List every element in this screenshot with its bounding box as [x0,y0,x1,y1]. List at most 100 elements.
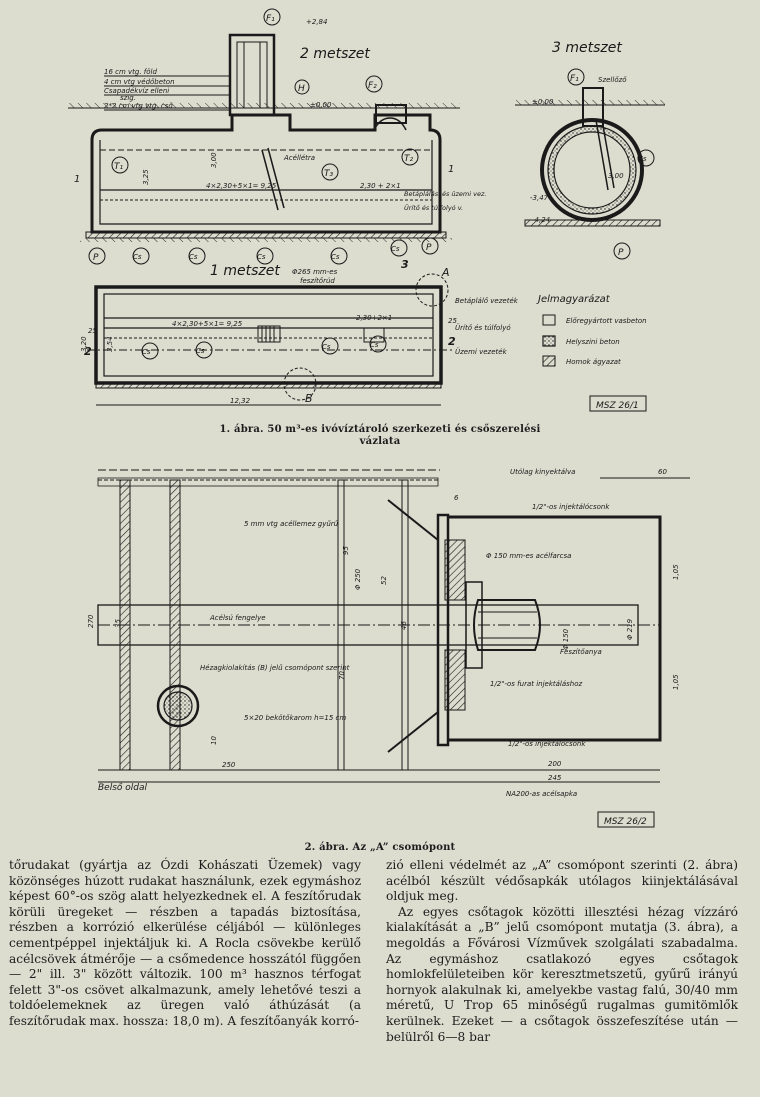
level-zero-s3: ±0,00 [532,98,554,106]
dim-phi219: Φ 219 [626,618,634,640]
plan-tie-dim: 4×2,30+5×1= 9,25 [172,320,243,328]
legend-item-precast: Előregyártott vasbeton [566,316,647,325]
cut-mark-1-right: 1 [448,164,454,175]
dim-35: 35 [114,619,122,628]
level-top-label: +2,84 [306,18,327,26]
radius-300: 3,00 [608,172,624,180]
f2-marker-s2: F₂ [365,75,383,93]
body-paragraph-left: tőrudakat (gyártja az Ózdi Kohászati Üze… [9,858,361,1028]
legend-swatch-insitu [542,335,556,347]
grout-hole-label: 1/2"-os furat injektáláshoz [490,680,583,688]
svg-text:Cs: Cs [257,253,266,261]
joint-label: Hézagkiolakítás (B) jelű csomópont szeri… [200,663,350,672]
plan-dim-25: 25 [88,327,97,335]
layer-soil-label: 16 cm vtg. föld [104,68,157,76]
legend-item-insitu: Helyszini beton [566,338,620,346]
t1-marker: T₁ [111,156,129,174]
section-1-drawing: 1 metszet 12,32 4×2,30+5×1= 9,25 2,30+2×… [80,258,519,406]
injection-socket-label-1: 1/2"-os injektálócsonk [532,503,610,511]
legend-swatch-precast [542,314,556,326]
rod-label: Φ265 mm-es [292,268,338,276]
tie-rod-dimension: 4×2,30+5×1= 9,25 [206,182,277,190]
cut-mark-1-left: 1 [74,174,80,185]
f1-marker-s3: F₁ [567,68,585,86]
plan-dim-25-right: 25 [448,317,457,325]
ladder-label: Acéllétra [283,154,315,162]
svg-text:Cs: Cs [142,348,151,356]
svg-text:P: P [618,248,624,258]
dim-10: 10 [210,736,218,745]
section-3-title: 3 metszet [552,40,622,56]
callout-b: B [305,392,313,405]
t2-marker: T₂ [401,148,419,166]
section-1-title: 1 metszet [210,263,280,279]
t3-marker: T₃ [321,163,339,181]
plan-tie-dim-2: 2,30+2×1 [356,314,392,322]
dim-95: 95 [342,546,350,555]
dim-105-top: 1,05 [672,564,680,580]
dim-250: 250 [222,761,236,769]
legend-title: Jelmagyarázat [536,293,611,305]
figure-2-caption: 2. ábra. Az „A” csomópont [304,842,456,853]
detail-a-drawing: 60 Utólag kinyektálva 1/2"-os injektálóc… [87,468,690,798]
injection-socket-label-2: 1/2"-os injektálócsonk [508,740,586,748]
f1-marker-s2: F₁ [263,8,281,26]
section-2-title: 2 metszet [300,46,370,62]
svg-text:MSZ 26/1: MSZ 26/1 [596,401,639,411]
body-text-right-column: zió elleni védelmét az „A” csomópont sze… [386,858,738,1045]
tie-rod-dimension-2: 2,30 + 2×1 [360,182,401,190]
dim-270: 270 [87,614,95,628]
layer-waterproofing-label-2: szig. [120,94,136,102]
steel-ring-label: 5 mm vtg acéllemez gyűrű [244,519,339,528]
stamp-msz-26-2: MSZ 26/2 [597,811,655,828]
svg-text:Cs: Cs [189,253,198,261]
rod-axis-label: Acélsú fengelye [209,614,266,622]
svg-text:T₂: T₂ [404,154,413,164]
svg-text:Cs: Cs [196,347,205,355]
dim-52: 52 [380,576,388,585]
inner-side-label: Belső oldal [98,783,148,793]
steel-cap-label: NA200-as acélsapka [506,790,577,798]
dim-phi150: Φ 150 [562,628,570,650]
p-markers-s2: P P [88,237,439,265]
svg-text:P: P [426,243,432,253]
plan-supply-label: Betáplálő vezeték [455,296,519,305]
svg-text:T₁: T₁ [114,162,123,172]
svg-text:Cs: Cs [638,155,647,163]
steel-tube-label: Φ 150 mm-es acélfarcsa [486,552,571,560]
plan-length-dim: 12,32 [230,397,251,405]
svg-text:Cs: Cs [331,253,340,261]
dim-phi250: Φ 250 [354,568,362,590]
svg-text:T₃: T₃ [324,169,333,179]
rod-label-2: feszítőrúd [300,276,335,285]
callout-a: A [441,266,450,279]
figure-1-caption-line-2: vázlata [359,436,401,447]
legend-item-sand: Homok ágyazat [566,358,621,366]
svg-text:MSZ 26/2: MSZ 26/2 [604,817,647,827]
legend-swatch-sand [542,355,556,367]
section-3-drawing: 3 metszet Szellőző ±0,00 3,00 -3,47 -4,2… [515,40,665,260]
p-marker-s3: P [613,242,631,260]
dim-46: 46 [400,621,408,630]
tension-nut-label: Feszítőanya [560,647,602,656]
grouted-later-label: Utólag kinyektálva [510,468,575,476]
stamp-msz-26-1: MSZ 26/1 [589,395,647,412]
svg-text:H: H [298,84,305,94]
plan-dim-354: 3,54 [106,336,114,352]
svg-text:P: P [93,253,99,263]
svg-text:F₁: F₁ [570,74,579,84]
body-paragraph-right-2: Az egyes csőtagok közötti illesztési héz… [386,904,738,1044]
h-marker: H [294,79,310,95]
level-zero-label: ±0,00 [310,101,332,109]
svg-text:F₂: F₂ [368,81,377,91]
dim-200: 200 [548,760,562,768]
drain-pipe-label: Ürítő és túlfolyó v. [404,203,463,212]
plan-drain-label: Ürítő és túlfolyó [455,323,511,332]
supply-pipe-label: Betáplálási és üzemi vez. [404,190,486,198]
dim-245: 245 [548,774,562,782]
svg-text:Cs: Cs [322,343,331,351]
section-2-drawing: 2 metszet 16 cm vtg. föld 4 cm vtg védőb… [68,8,486,265]
layer-protective-concrete-label: 4 cm vtg védőbeton [104,77,175,86]
dim-6: 6 [454,494,459,502]
